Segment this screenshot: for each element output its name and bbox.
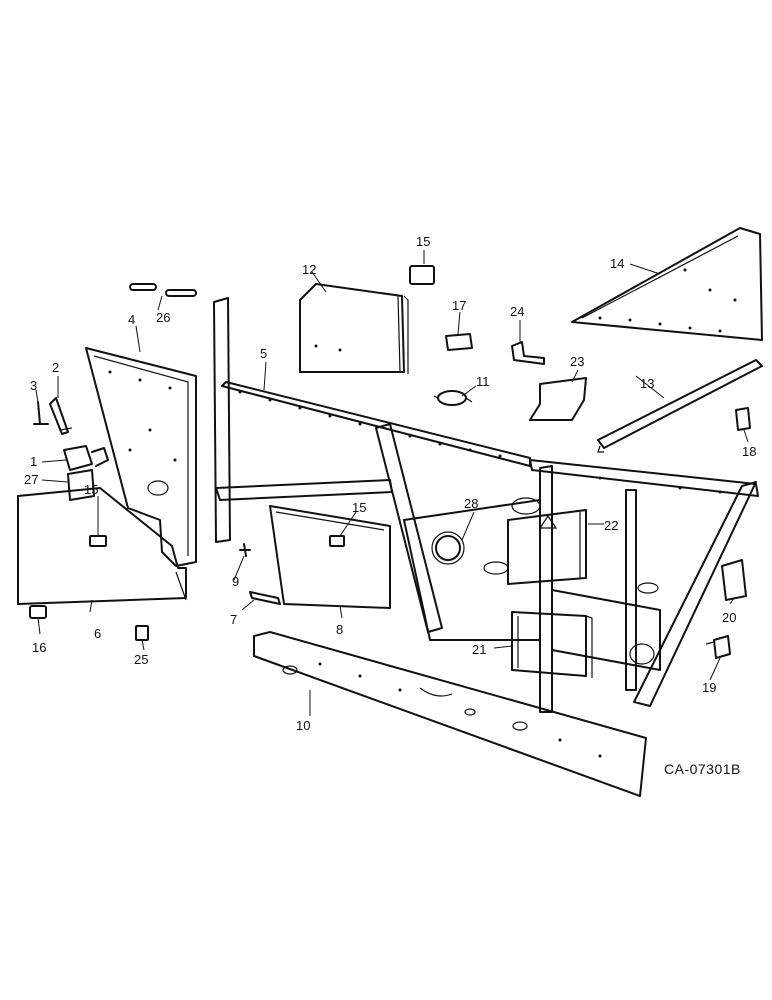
callout-15-center: 15 <box>352 500 366 515</box>
callout-19: 19 <box>702 680 716 695</box>
callout-28: 28 <box>464 496 478 511</box>
callout-26: 26 <box>156 310 170 325</box>
part-14-triangular-panel <box>571 227 763 341</box>
callout-25: 25 <box>134 652 148 667</box>
part-2-handle <box>49 397 73 435</box>
part-16-latch <box>29 605 47 619</box>
part-24-bracket <box>511 341 545 365</box>
part-5-main-frame <box>213 297 759 713</box>
part-8-plate <box>269 505 391 609</box>
part-13-strap <box>597 359 763 453</box>
callout-18: 18 <box>742 444 756 459</box>
part-23-bent-plate <box>529 377 587 421</box>
part-12-sheet <box>299 283 409 374</box>
callout-23: 23 <box>570 354 584 369</box>
callout-21: 21 <box>472 642 486 657</box>
callout-13: 13 <box>640 376 654 391</box>
part-22-box-cover <box>507 509 587 585</box>
part-19-bracket <box>705 635 731 659</box>
callout-27: 27 <box>24 472 38 487</box>
part-20-plate <box>721 559 747 601</box>
callout-labels: 1 2 3 4 5 6 7 8 9 10 11 12 13 14 15 15 1… <box>24 234 756 733</box>
callout-7: 7 <box>230 612 237 627</box>
callout-3: 3 <box>30 378 37 393</box>
callout-17: 17 <box>452 298 466 313</box>
callout-22: 22 <box>604 518 618 533</box>
callout-16: 16 <box>32 640 46 655</box>
callout-8: 8 <box>336 622 343 637</box>
part-3-pin <box>33 401 49 425</box>
callout-20: 20 <box>722 610 736 625</box>
callout-15-top: 15 <box>416 234 430 249</box>
part-7-strap <box>249 591 281 605</box>
part-28-round-cover <box>435 535 461 561</box>
part-10-bottom-rail <box>253 631 647 797</box>
part-9-bolt <box>239 543 251 557</box>
callout-14: 14 <box>610 256 624 271</box>
callout-12: 12 <box>302 262 316 277</box>
part-21-box <box>511 611 593 678</box>
callout-24: 24 <box>510 304 524 319</box>
part-1-bracket <box>63 445 109 471</box>
callout-10: 10 <box>296 718 310 733</box>
part-18-bracket <box>735 407 751 431</box>
callout-6: 6 <box>94 626 101 641</box>
part-26-pads <box>129 283 197 297</box>
leader-lines <box>35 250 749 716</box>
part-25-clip <box>135 625 149 641</box>
callout-11: 11 <box>476 374 490 389</box>
drawing-code: CA-07301B <box>664 761 741 777</box>
part-15-plate-top <box>409 265 435 285</box>
callout-5: 5 <box>260 346 267 361</box>
callout-1: 1 <box>30 454 37 469</box>
part-17-plate <box>445 333 473 351</box>
callout-2: 2 <box>52 360 59 375</box>
callout-9: 9 <box>232 574 239 589</box>
callout-4: 4 <box>128 312 135 327</box>
part-4-side-panel <box>85 347 197 567</box>
callout-15-left: 15 <box>84 482 98 497</box>
part-11-clamp <box>433 390 473 406</box>
